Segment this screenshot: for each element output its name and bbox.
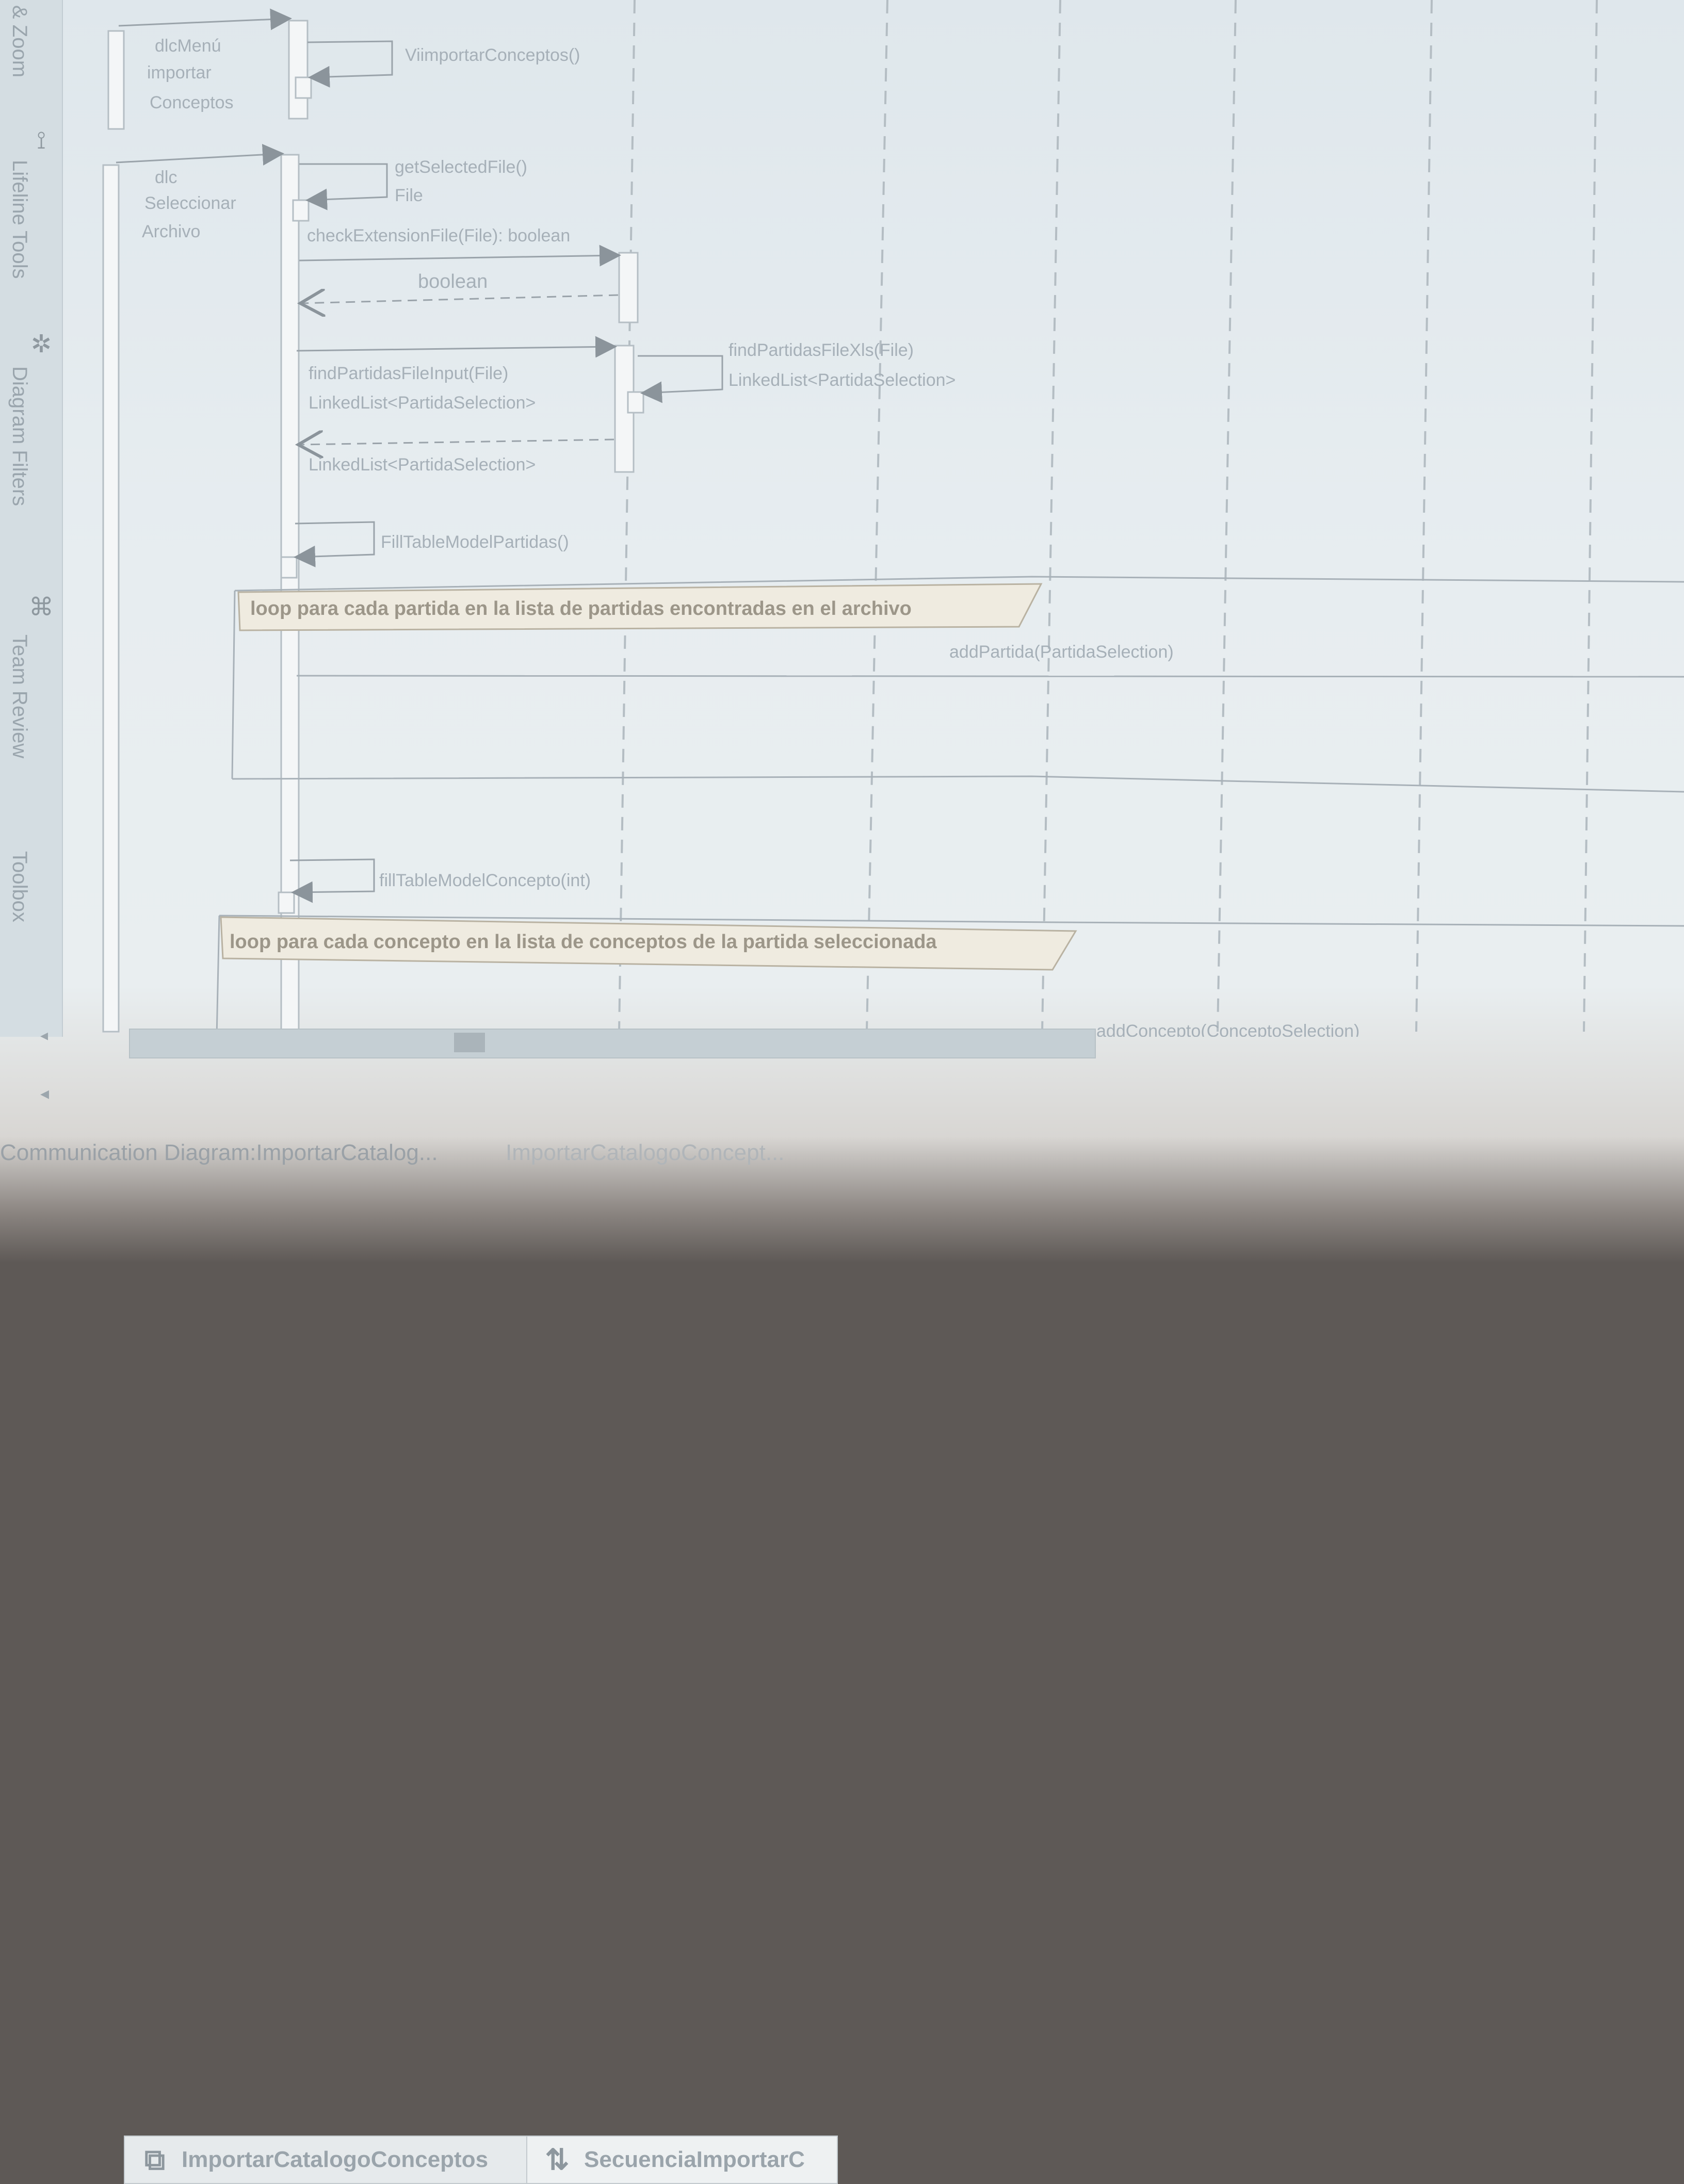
message-label: checkExtensionFile(File): boolean	[307, 226, 570, 246]
message-arrow[interactable]	[116, 143, 284, 166]
status-bar: Communication Diagram:ImportarCatalog...…	[0, 1135, 1684, 1176]
message-arrow[interactable]	[296, 675, 1684, 678]
loop-fragment-conceptos[interactable]: loop para cada concepto en la lista de c…	[216, 915, 1684, 1037]
message-label: addConcepto(ConceptoSelection)	[1096, 1021, 1359, 1037]
activation-bar[interactable]	[278, 891, 295, 914]
message-arrow[interactable]	[118, 8, 292, 30]
activation-bar[interactable]	[102, 164, 120, 1033]
message-label: getSelectedFile()	[395, 157, 527, 177]
activation-bar[interactable]	[107, 30, 125, 130]
document-tab-bar: ◂ ⧉ ImportarCatalogoConceptos ⇅ Secuenci…	[0, 1063, 1684, 2184]
activation-label: importar	[147, 63, 212, 83]
activation-bar[interactable]	[280, 556, 298, 579]
loop-fragment-partidas[interactable]: loop para cada partida en la lista de pa…	[231, 576, 1684, 793]
self-message[interactable]	[294, 521, 375, 567]
lifeline-1[interactable]	[618, 0, 636, 1032]
message-label: ViimportarConceptos()	[405, 45, 580, 65]
status-item-importar-catalogo[interactable]: ImportarCatalogoConcept...	[506, 1140, 785, 1165]
activation-bar[interactable]	[288, 20, 309, 120]
lifelines	[618, 0, 1598, 1032]
lifeline-5[interactable]	[1415, 0, 1433, 1032]
lifeline-3[interactable]	[1041, 0, 1061, 1032]
activation-label: Conceptos	[150, 93, 234, 112]
tab-importar-catalogo-conceptos[interactable]: ⧉ ImportarCatalogoConceptos	[124, 2136, 570, 2184]
call-arrows	[296, 245, 621, 445]
scrollbar-thumb[interactable]	[454, 1033, 485, 1052]
team-review-icon[interactable]: ⌘	[29, 594, 54, 621]
self-message[interactable]	[289, 858, 375, 903]
horizontal-scrollbar[interactable]	[129, 1029, 1096, 1058]
activation-label: dlc	[155, 168, 177, 187]
message-label: fillTableModelConcepto(int)	[379, 871, 591, 890]
entry-arrows	[116, 8, 292, 166]
tab-label: ImportarCatalogoConceptos	[182, 2147, 489, 2172]
message-label: LinkedList<PartidaSelection>	[728, 370, 956, 390]
message-label: File	[395, 186, 423, 205]
activation-bar[interactable]	[618, 252, 639, 323]
self-message[interactable]	[299, 163, 388, 210]
communication-diagram-icon: ⧉	[144, 2143, 165, 2176]
status-item-communication-diagram[interactable]: Communication Diagram:ImportarCatalog...	[0, 1140, 438, 1165]
message-label: findPartidasFileInput(File)	[309, 364, 508, 383]
lifeline-4[interactable]	[1217, 0, 1237, 1032]
activation-bar[interactable]	[292, 199, 310, 222]
loop-label: loop para cada concepto en la lista de c…	[230, 931, 937, 953]
lifeline-6[interactable]	[1583, 0, 1598, 1032]
lifeline-tool-icon[interactable]: ⟟	[37, 127, 46, 154]
call-arrow[interactable]	[296, 336, 617, 358]
activation-label: Archivo	[142, 222, 200, 241]
filter-icon[interactable]: ✲	[30, 331, 52, 358]
message-labels: ViimportarConceptos() getSelectedFile() …	[307, 45, 1359, 1037]
sequence-diagram-icon: ⇅	[545, 2143, 570, 2176]
diagram-canvas[interactable]: dlcMenú importar Conceptos dlc Seleccion…	[0, 0, 1684, 1037]
message-label: LinkedList<PartidaSelection>	[309, 455, 536, 475]
tab-secuencia-importar[interactable]: ⇅ SecuenciaImportarC	[526, 2136, 838, 2184]
self-messages	[289, 40, 723, 903]
loop-label: loop para cada partida en la lista de pa…	[250, 598, 912, 620]
tab-label: SecuenciaImportarC	[584, 2147, 805, 2172]
activation-labels: dlcMenú importar Conceptos dlc Seleccion…	[142, 36, 236, 241]
lifeline-2[interactable]	[866, 0, 888, 1032]
activation-label: Seleccionar	[144, 193, 236, 213]
tab-scroll-left-icon[interactable]: ◂	[40, 1084, 50, 1103]
scroll-left-arrow-icon[interactable]: ◂	[40, 1027, 48, 1044]
message-label: LinkedList<PartidaSelection>	[309, 393, 536, 413]
message-label: addPartida(PartidaSelection)	[949, 642, 1174, 662]
message-label: boolean	[418, 271, 488, 292]
message-label: findPartidasFileXls(File)	[728, 340, 914, 360]
activation-bar[interactable]	[627, 391, 644, 414]
activation-label: dlcMenú	[155, 36, 221, 56]
message-label: FillTableModelPartidas()	[381, 532, 569, 552]
self-message[interactable]	[307, 40, 393, 88]
return-arrow[interactable]	[298, 439, 614, 445]
self-message[interactable]	[638, 355, 723, 403]
activation-bar[interactable]	[295, 76, 312, 99]
call-arrow[interactable]	[299, 245, 621, 267]
left-tool-strip: & Zoom ⟟ Lifeline Tools ✲ Diagram Filter…	[0, 0, 63, 1044]
return-arrow[interactable]	[300, 295, 619, 303]
